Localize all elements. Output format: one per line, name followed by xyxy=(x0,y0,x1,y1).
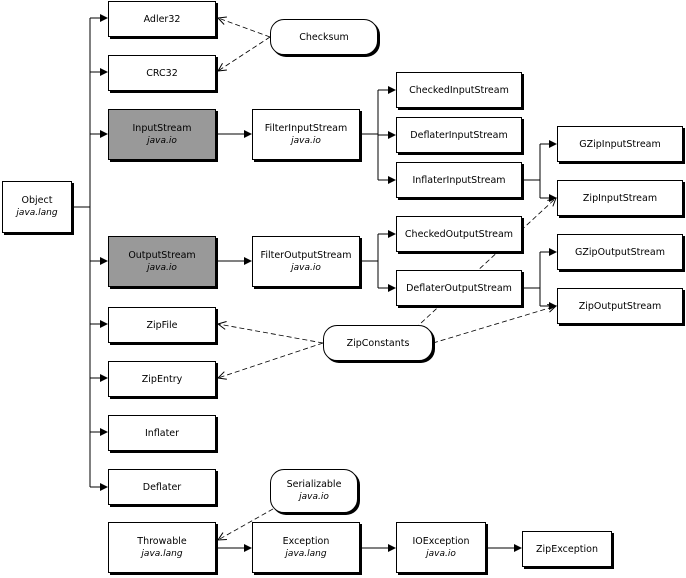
serializable-name: Serializable xyxy=(286,479,342,490)
deflater-name: Deflater xyxy=(142,481,182,493)
inputstream-name: InputStream xyxy=(132,122,192,134)
adler32-name: Adler32 xyxy=(143,13,181,25)
zipconstants-interface-box: ZipConstants xyxy=(323,325,433,361)
zipfile-class-box: ZipFile xyxy=(108,307,216,343)
exception-name: Exception xyxy=(282,535,330,547)
gzipoutputstream-class-box: GZipOutputStream xyxy=(557,234,683,270)
zipinputstream-class-box: ZipInputStream xyxy=(557,180,683,216)
gzipinputstream-name: GZipInputStream xyxy=(579,138,661,150)
gzipinputstream-class-box: GZipInputStream xyxy=(557,126,683,162)
zipentry-name: ZipEntry xyxy=(141,373,183,385)
checkedoutputstream-name: CheckedOutputStream xyxy=(404,228,514,240)
outputstream-name: OutputStream xyxy=(128,249,196,261)
zipfile-name: ZipFile xyxy=(146,319,178,331)
zipoutputstream-class-box: ZipOutputStream xyxy=(557,288,683,324)
filterinputstream-package: java.io xyxy=(291,135,321,146)
crc32-class-box: CRC32 xyxy=(108,55,216,91)
serializable-interface-box: Serializable java.io xyxy=(270,469,358,513)
ioexception-class-box: IOException java.io xyxy=(396,522,486,573)
serializable-package: java.io xyxy=(299,492,329,502)
exception-class-box: Exception java.lang xyxy=(252,522,360,573)
ioexception-package: java.io xyxy=(426,548,456,559)
checkedinputstream-name: CheckedInputStream xyxy=(409,84,509,96)
zipexception-class-box: ZipException xyxy=(522,531,612,567)
input-stream-tree xyxy=(216,86,557,202)
throwable-name: Throwable xyxy=(137,535,187,547)
checkedinputstream-class-box: CheckedInputStream xyxy=(396,72,522,108)
filteroutputstream-class-box: FilterOutputStream java.io xyxy=(252,236,360,287)
throwable-package: java.lang xyxy=(141,548,183,559)
outputstream-class-box: OutputStream java.io xyxy=(108,236,216,287)
interface-links xyxy=(218,18,556,540)
inflater-name: Inflater xyxy=(144,427,180,439)
throwable-class-box: Throwable java.lang xyxy=(108,522,216,573)
zipconstants-name: ZipConstants xyxy=(346,337,410,349)
inflaterinputstream-name: InflaterInputStream xyxy=(412,174,506,186)
inputstream-package: java.io xyxy=(147,135,177,146)
deflaterinputstream-class-box: DeflaterInputStream xyxy=(396,117,522,153)
zipentry-class-box: ZipEntry xyxy=(108,361,216,397)
checkedoutputstream-class-box: CheckedOutputStream xyxy=(396,216,522,252)
deflateroutputstream-class-box: DeflaterOutputStream xyxy=(396,270,522,306)
outputstream-package: java.io xyxy=(147,262,177,273)
deflater-class-box: Deflater xyxy=(108,469,216,505)
object-package: java.lang xyxy=(16,208,58,218)
object-name: Object xyxy=(21,195,53,206)
filteroutputstream-name: FilterOutputStream xyxy=(260,249,352,261)
ioexception-name: IOException xyxy=(412,535,470,547)
crc32-name: CRC32 xyxy=(146,67,178,79)
object-class-box: Object java.lang xyxy=(2,181,72,233)
inflater-class-box: Inflater xyxy=(108,415,216,451)
deflateroutputstream-name: DeflaterOutputStream xyxy=(406,282,512,294)
checksum-interface-box: Checksum xyxy=(270,19,378,55)
filteroutputstream-package: java.io xyxy=(291,262,321,273)
object-inheritance-tree xyxy=(72,14,108,491)
adler32-class-box: Adler32 xyxy=(108,1,216,37)
filterinputstream-class-box: FilterInputStream java.io xyxy=(252,109,360,160)
checksum-name: Checksum xyxy=(299,31,349,43)
exception-package: java.lang xyxy=(285,548,327,559)
zipoutputstream-name: ZipOutputStream xyxy=(578,300,662,312)
inflaterinputstream-class-box: InflaterInputStream xyxy=(396,162,522,198)
gzipoutputstream-name: GZipOutputStream xyxy=(575,246,665,258)
zipinputstream-name: ZipInputStream xyxy=(582,192,658,204)
filterinputstream-name: FilterInputStream xyxy=(264,122,348,134)
deflaterinputstream-name: DeflaterInputStream xyxy=(410,129,508,141)
zipexception-name: ZipException xyxy=(536,543,598,555)
inputstream-class-box: InputStream java.io xyxy=(108,109,216,160)
